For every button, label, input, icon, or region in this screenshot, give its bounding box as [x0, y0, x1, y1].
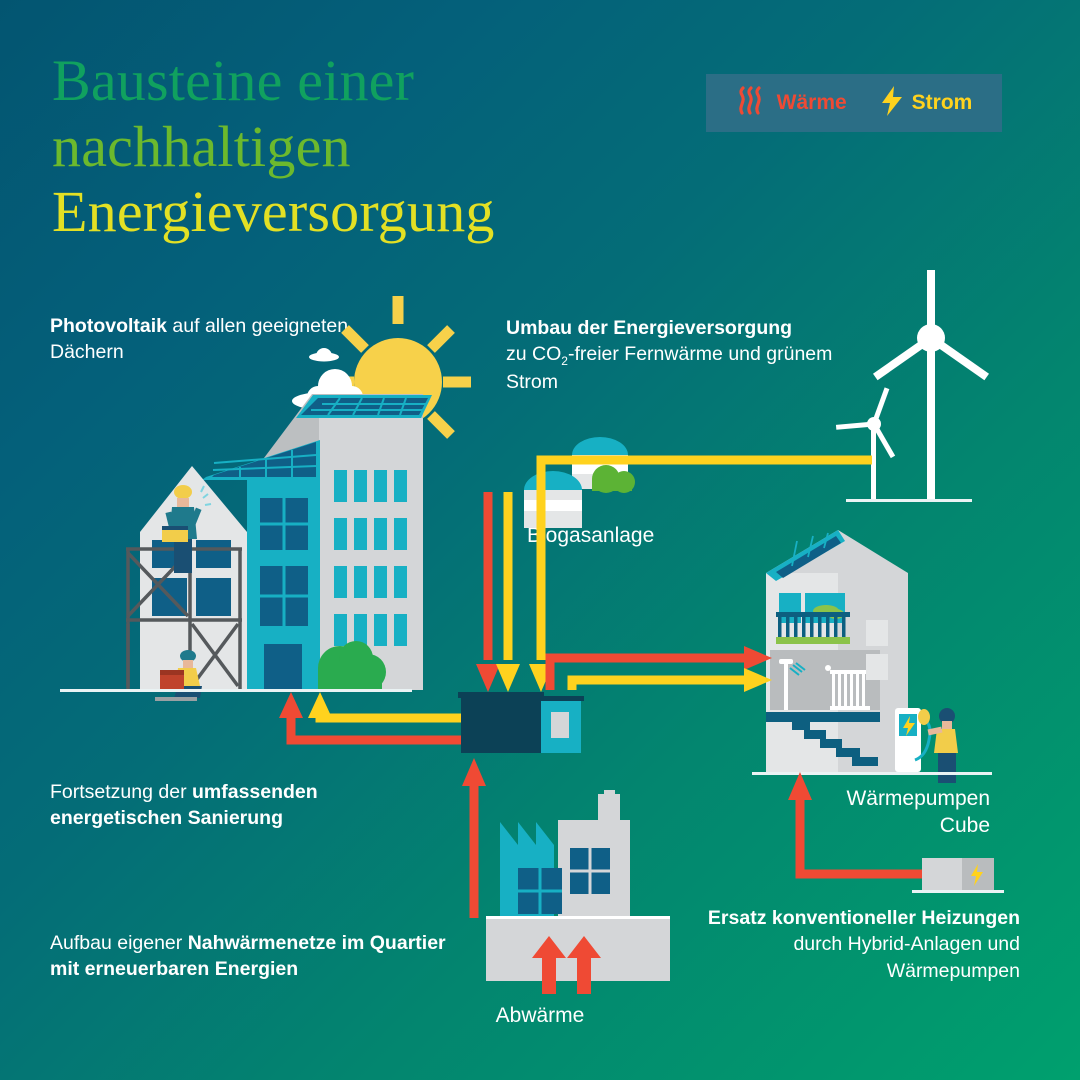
- annotation-sanierung-lead: Fortsetzung der: [50, 781, 192, 803]
- ground-line-turbines: [846, 499, 972, 502]
- waste-heat-arrows: [532, 936, 601, 994]
- legend: Wärme Strom: [706, 74, 1002, 132]
- energy-hub-icon: [458, 692, 584, 753]
- annotation-nahwaerme: Aufbau eigener Nahwärmenetze im Quartier…: [50, 930, 470, 983]
- factory-icon: [486, 790, 670, 994]
- annotation-photovoltaik: Photovoltaik auf allen geeigneten Dächer…: [50, 313, 350, 366]
- ev-charging-station-icon: [895, 708, 932, 772]
- annotation-umbau-subscript: 2: [561, 354, 568, 369]
- shower-icon: [779, 659, 806, 710]
- annotation-ersatz: Ersatz konventioneller Heizungen durch H…: [690, 905, 1020, 984]
- label-abwaerme: Abwärme: [495, 1004, 585, 1027]
- annotation-umbau: Umbau der Energieversorgung zu CO2-freie…: [506, 315, 856, 396]
- solar-panel-icon: [766, 530, 845, 581]
- label-waermepumpen-cube: Wärmepumpen Cube: [760, 785, 990, 840]
- annotation-photovoltaik-bold: Photovoltaik: [50, 315, 168, 337]
- legend-item-heat: Wärme: [736, 85, 847, 121]
- annotation-nahwaerme-bold: Nahwärmenetze im Quartier mit erneuerbar…: [50, 932, 446, 981]
- page-title: Bausteine einer nachhaltigen Energievers…: [52, 48, 672, 245]
- title-line-1: Bausteine einer: [52, 48, 415, 113]
- annotation-photovoltaik-rest: auf allen geeigneten Dächern: [50, 315, 349, 364]
- solar-panel-icon: [296, 395, 432, 418]
- label-waermepumpen-cube-line1: Wärmepumpen: [846, 787, 990, 810]
- annotation-ersatz-bold: Ersatz konventioneller Heizungen: [707, 907, 1020, 929]
- legend-label-heat: Wärme: [776, 91, 847, 114]
- worker-at-charger-icon: [927, 708, 958, 783]
- annotation-sanierung-bold: umfassenden energetischen Sanierung: [50, 781, 318, 830]
- right-house: [752, 530, 992, 783]
- lightning-bolt-icon: [881, 85, 903, 121]
- annotation-nahwaerme-lead: Aufbau eigener: [50, 932, 188, 954]
- radiator-icon: [825, 665, 870, 710]
- label-waermepumpen-cube-line2: Cube: [939, 814, 990, 838]
- legend-label-power: Strom: [911, 91, 973, 114]
- title-line-3: Energieversorgung: [52, 179, 495, 245]
- wind-turbine-small-icon: [835, 387, 896, 502]
- label-biogasanlage: Biogasanlage: [527, 524, 655, 547]
- annotation-umbau-bold: Umbau der Energieversorgung: [506, 317, 793, 339]
- wind-turbine-icon: [873, 270, 989, 502]
- annotation-ersatz-rest: durch Hybrid-Anlagen und Wärmepumpen: [793, 933, 1020, 982]
- solar-panel-icon: [202, 440, 320, 480]
- bush-icon: [318, 641, 386, 690]
- heat-pump-cube-icon: [912, 858, 1004, 893]
- annotation-umbau-rest-a: zu CO: [506, 343, 562, 366]
- left-building-group: [60, 394, 432, 701]
- legend-item-power: Strom: [881, 85, 973, 121]
- annotation-sanierung: Fortsetzung der umfassenden energetische…: [50, 779, 430, 832]
- heat-waves-icon: [736, 85, 768, 121]
- worker-on-scaffold-icon: [162, 485, 212, 573]
- pipe-network: [279, 455, 922, 918]
- annotation-umbau-rest-b: -freier Fernwärme und grünem Strom: [506, 343, 833, 394]
- title-line-2: nachhaltigen: [52, 113, 351, 179]
